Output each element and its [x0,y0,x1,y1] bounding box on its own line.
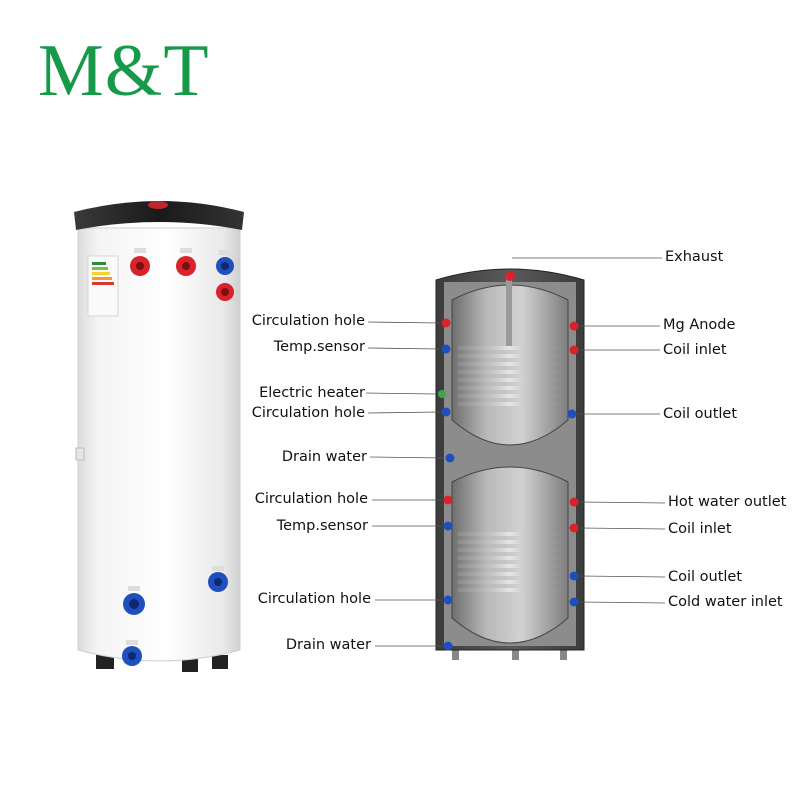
label-temp-sensor: Temp.sensor [273,339,365,355]
white-tank [74,201,244,672]
label-exhaust: Exhaust [665,249,724,265]
label-coil-inlet: Coil inlet [668,521,732,537]
side-tag [75,447,85,461]
lower-coil [458,532,562,592]
tank-foot [182,658,198,672]
leader-line [367,411,441,414]
label-drain-water: Drain water [285,637,371,653]
tank-foot [96,655,114,669]
leader-line [579,501,666,504]
upper-coil [458,346,562,406]
cutaway-tank [435,268,585,660]
label-coil-outlet: Coil outlet [663,406,738,422]
label-circulation-hole: Circulation hole [257,591,371,607]
label-circulation-hole: Circulation hole [251,405,365,421]
lower-inner-tank [451,466,569,644]
leader-line [369,456,445,459]
exhaust-port [505,271,515,281]
label-coil-outlet: Coil outlet [668,569,743,585]
leader-line [579,601,666,604]
leader-line [365,392,437,395]
tank-body [77,227,241,662]
leader-line [367,347,441,350]
label-coil-inlet: Coil inlet [663,342,727,358]
leader-line [367,321,441,324]
label-circulation-hole: Circulation hole [254,491,368,507]
label-electric-heater: Electric heater [259,385,365,401]
tank-foot [212,655,228,669]
leader-line [579,575,666,578]
brand-logo: M&T [38,30,210,112]
label-circulation-hole: Circulation hole [251,313,365,329]
tank-top-cap [74,201,244,230]
label-drain-water: Drain water [281,449,367,465]
energy-label-icon [87,255,119,317]
label-cold-water-inlet: Cold water inlet [668,594,783,610]
label-hot-water-outlet: Hot water outlet [668,494,787,510]
leader-line [579,527,666,530]
top-vent-port [148,201,168,209]
label-temp-sensor: Temp.sensor [276,518,368,534]
leader-lines [365,257,666,647]
label-mg-anode: Mg Anode [663,317,736,333]
